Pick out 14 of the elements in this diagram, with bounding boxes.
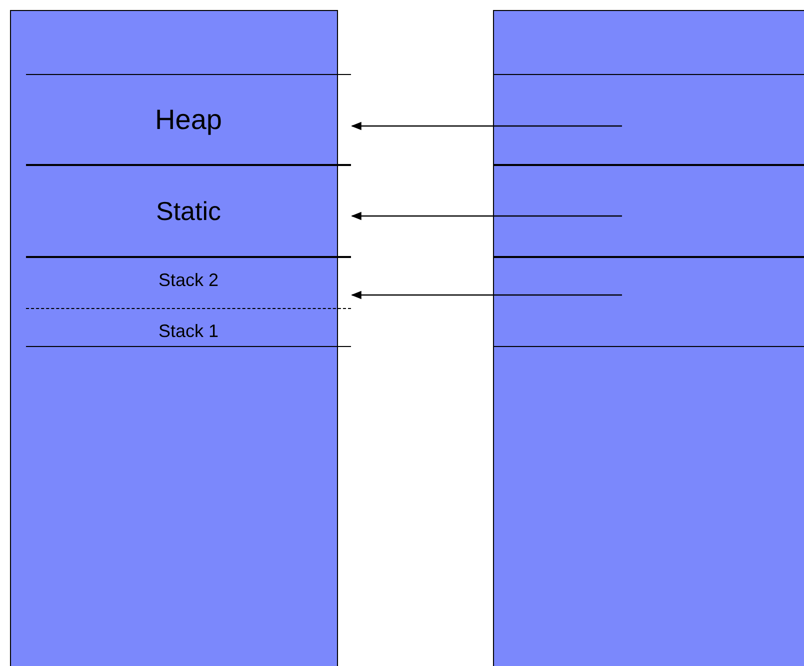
segment-label: Heap — [155, 104, 222, 136]
arrow — [350, 122, 622, 130]
memory-segment — [494, 257, 804, 347]
arrow — [350, 212, 622, 220]
memory-segment — [26, 74, 351, 165]
segment-label: Static — [156, 196, 222, 226]
segment-label: Stack 1 — [158, 321, 219, 342]
arrow — [350, 290, 622, 300]
memory-segment — [494, 74, 804, 165]
memory-segment — [26, 257, 351, 309]
segment-label: Stack 2 — [158, 270, 219, 291]
memory-column — [493, 10, 804, 666]
memory-segment — [494, 165, 804, 257]
memory-segment — [26, 165, 351, 257]
